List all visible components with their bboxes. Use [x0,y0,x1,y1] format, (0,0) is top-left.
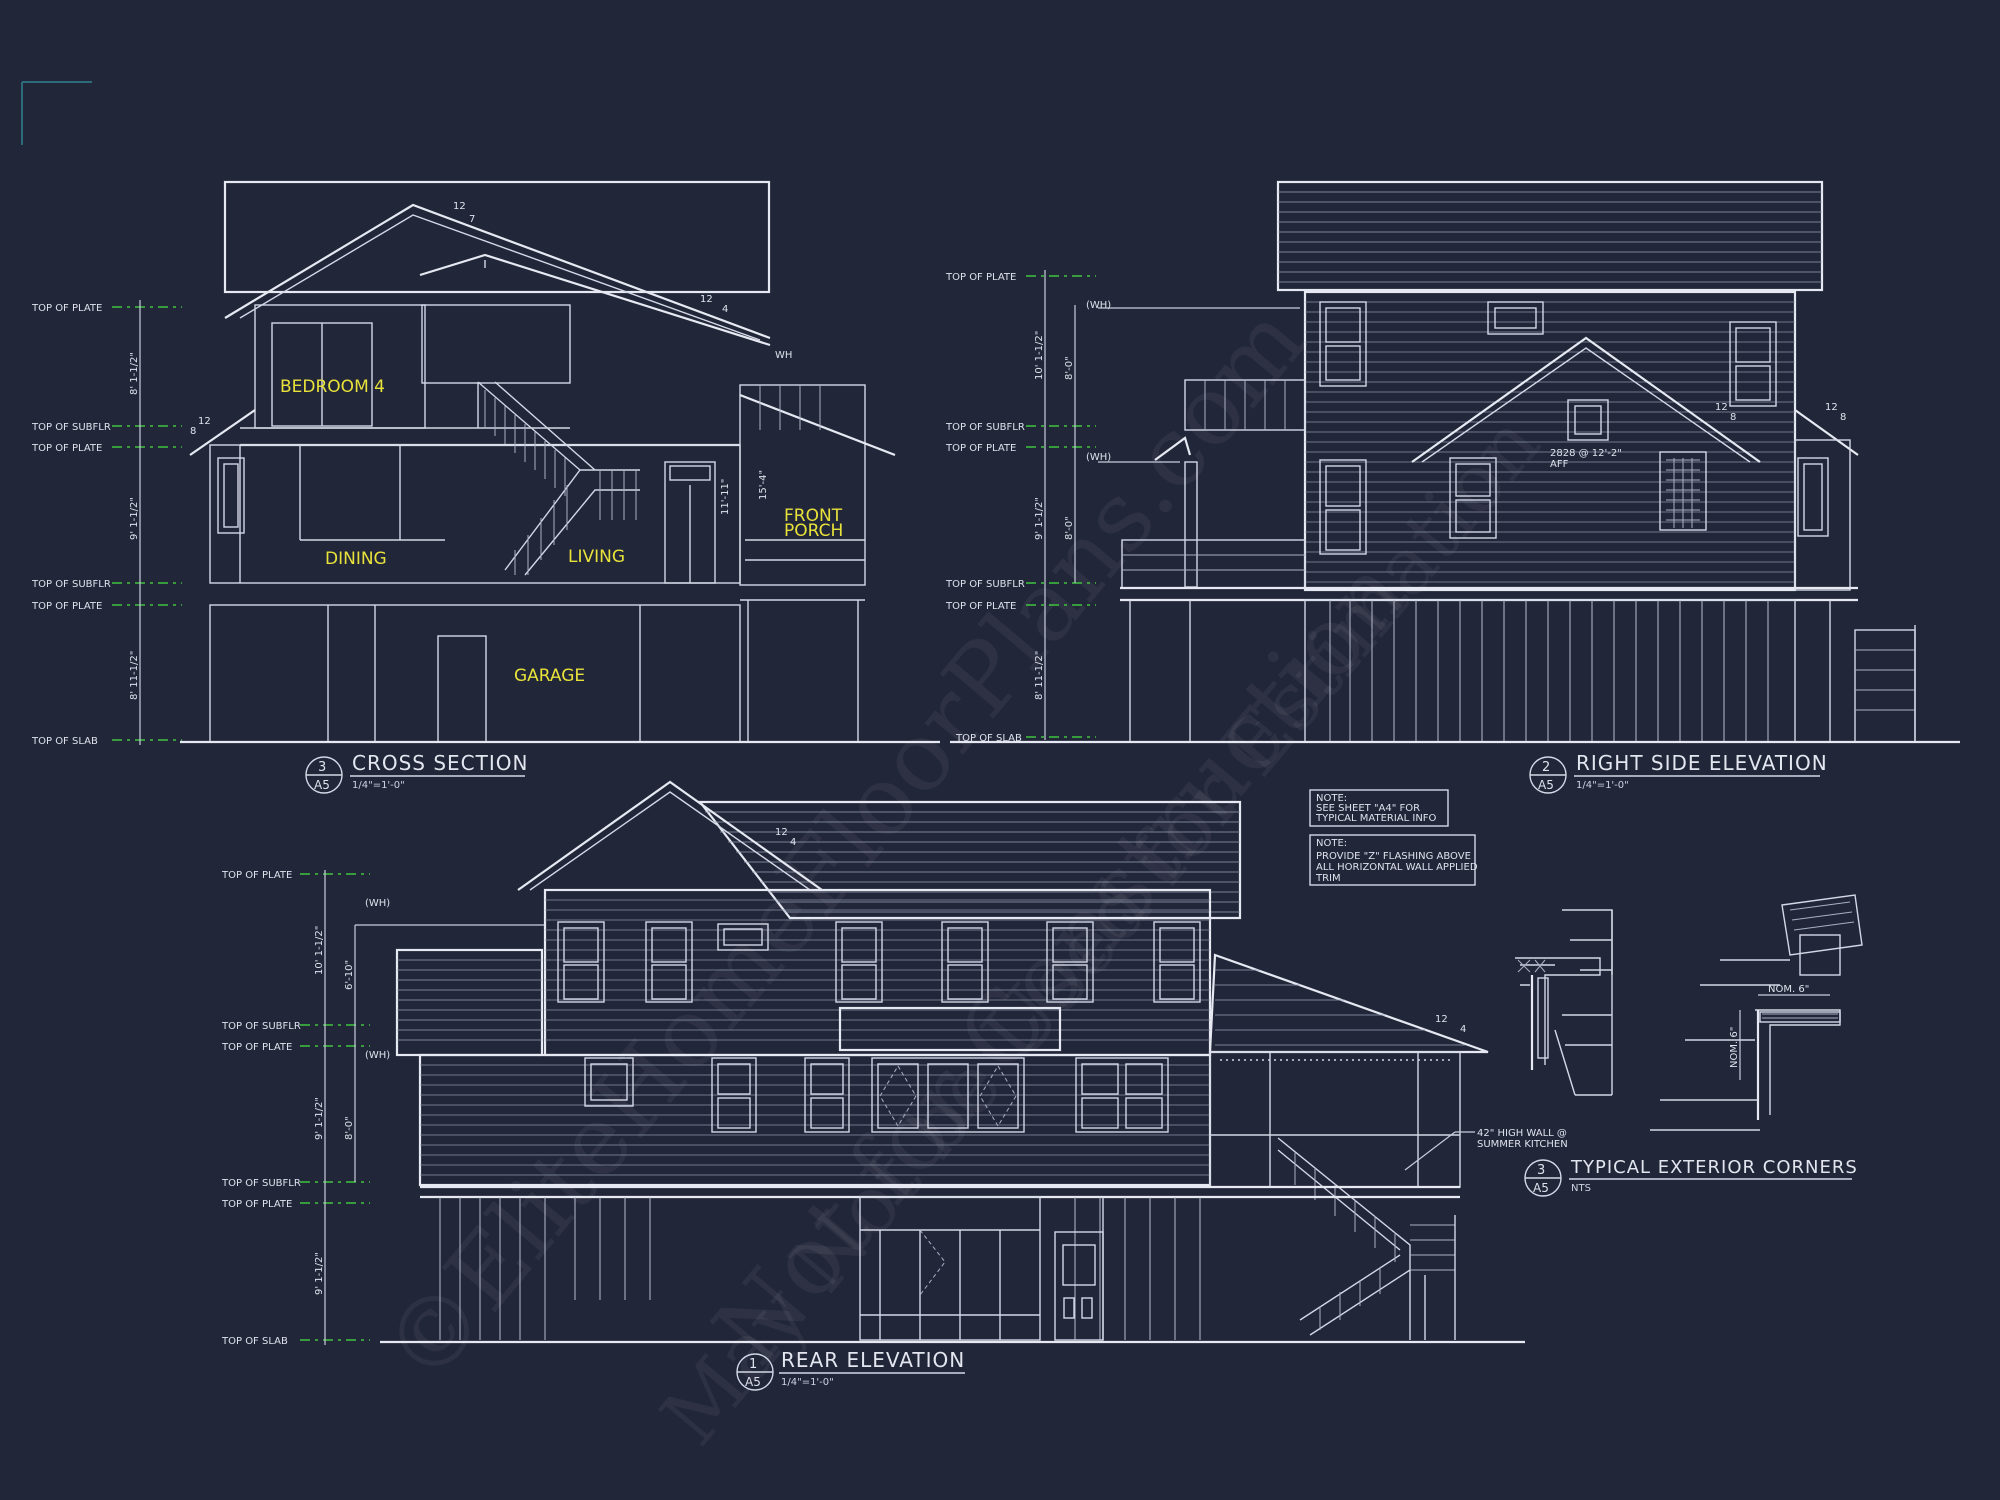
level-label: TOP OF SUBFLR [31,579,111,590]
dim-label: 10' 1-1/2" [314,926,325,975]
level-label: TOP OF PLATE [221,1199,292,1210]
dim-label: 15'-4" [758,470,769,500]
room-front-porch: FRONT [784,506,843,526]
roof-pitch: 12 [198,416,211,427]
view-title: REAR ELEVATION [781,1348,965,1372]
room-living: LIVING [568,547,625,567]
rear-lower-windows [584,1057,1169,1133]
sheet-number: A5 [1538,778,1554,792]
view-number: 3 [318,760,326,775]
view-number: 3 [1537,1163,1545,1178]
level-label: TOP OF PLATE [945,272,1016,283]
wh-label: (WH) [365,1050,390,1061]
note-line: PROVIDE "Z" FLASHING ABOVE [1316,851,1471,862]
rear-elevation-view: TOP OF PLATE TOP OF SUBFLR TOP OF PLATE … [221,780,1568,1391]
room-front-porch: PORCH [784,521,843,541]
roof-pitch: 8 [1730,412,1736,423]
level-label: TOP OF PLATE [945,443,1016,454]
level-label: TOP OF PLATE [221,1042,292,1053]
wh-label: (WH) [1086,300,1111,311]
sheet-number: A5 [314,778,330,792]
rear-upper-windows [557,921,1201,1003]
level-label: TOP OF SUBFLR [945,422,1025,433]
room-dining: DINING [325,549,387,569]
dim-label: 9' 1-1/2" [1034,497,1045,540]
dim-label: 9' 1-1/2" [129,497,140,540]
wh-label: (WH) [1086,452,1111,463]
roof-pitch: 4 [722,304,728,315]
level-label: TOP OF PLATE [221,870,292,881]
roof-pitch: 4 [790,837,796,848]
dim-label: 8'-0" [1064,356,1075,380]
roof-pitch: 12 [1715,402,1728,413]
nom-dim: NOM. 6" [1768,984,1809,995]
dim-label: 9' 1-1/2" [314,1252,325,1295]
note-line: SEE SHEET "A4" FOR [1316,803,1420,814]
sheet-number: A5 [1533,1181,1549,1195]
dim-label: 8' 11-1/2" [1034,651,1045,700]
level-label: TOP OF SUBFLR [31,422,111,433]
view-title: CROSS SECTION [352,751,528,775]
level-label: TOP OF SUBFLR [221,1178,301,1189]
level-label: TOP OF PLATE [945,601,1016,612]
callout-line: SUMMER KITCHEN [1477,1139,1568,1150]
note-line: TRIM [1315,873,1341,884]
room-garage: GARAGE [514,666,585,686]
dim-label: 10' 1-1/2" [1034,331,1045,380]
level-label: TOP OF SLAB [955,733,1022,744]
dim-label: 8'-0" [344,1116,355,1140]
view-title: RIGHT SIDE ELEVATION [1576,751,1828,775]
stairs [477,381,640,576]
note-line: ALL HORIZONTAL WALL APPLIED [1316,862,1478,873]
roof-pitch: 12 [700,294,713,305]
view-title: TYPICAL EXTERIOR CORNERS [1570,1157,1858,1178]
cross-section-levels: TOP OF PLATE TOP OF SUBFLR TOP OF PLATE … [31,300,182,747]
view-number: 1 [749,1357,757,1372]
room-bedroom-4: BEDROOM 4 [280,377,385,397]
level-label: TOP OF SLAB [221,1336,288,1347]
view-scale: NTS [1571,1183,1591,1194]
cross-section-view: TOP OF PLATE TOP OF SUBFLR TOP OF PLATE … [31,180,940,794]
nom-dim: NOM. 6" [1729,1027,1740,1068]
callout-line: 42" HIGH WALL @ [1477,1128,1567,1139]
view-scale: 1/4"=1'-0" [1576,780,1629,791]
level-label: TOP OF PLATE [31,443,102,454]
dim-label: 11'-11" [720,479,731,515]
roof-pitch: 8 [190,426,196,437]
view-scale: 1/4"=1'-0" [352,780,405,791]
dim-label: 6'-10" [344,960,355,990]
window-note: 2828 @ 12'-2" [1550,448,1622,459]
dim-label: 8'-0" [1064,516,1075,540]
note-line: TYPICAL MATERIAL INFO [1315,813,1437,824]
view-number: 2 [1542,760,1550,775]
view-scale: 1/4"=1'-0" [781,1377,834,1388]
level-label: TOP OF SUBFLR [221,1021,301,1032]
roof-pitch: 12 [1435,1014,1448,1025]
level-label: TOP OF SUBFLR [945,579,1025,590]
dim-label: 8' 1-1/2" [129,352,140,395]
wh-label: WH [775,350,792,361]
dim-label: 9' 1-1/2" [314,1097,325,1140]
sheet-corner-mark [21,81,92,145]
window-note: AFF [1550,459,1569,470]
roof-pitch: 12 [1825,402,1838,413]
level-label: TOP OF PLATE [31,601,102,612]
wh-label: (WH) [365,898,390,909]
sheet-number: A5 [745,1375,761,1389]
note-line: NOTE: [1316,793,1347,804]
roof-pitch: 12 [453,201,466,212]
roof-pitch: 12 [775,827,788,838]
roof-pitch: 8 [1840,412,1846,423]
notes: NOTE: SEE SHEET "A4" FOR TYPICAL MATERIA… [1309,789,1478,886]
roof-pitch: 4 [1460,1024,1466,1035]
level-label: TOP OF SLAB [31,736,98,747]
roof-pitch: 7 [469,214,475,225]
dim-label: 8' 11-1/2" [129,651,140,700]
note-line: NOTE: [1316,838,1347,849]
exterior-corners-detail: NOM. 6" NOM. 6" 3 A5 TYPICAL EXTERIOR CO… [1515,894,1863,1197]
right-side-elevation-view: TOP OF PLATE TOP OF SUBFLR TOP OF PLATE … [945,180,1960,794]
level-label: TOP OF PLATE [31,303,102,314]
